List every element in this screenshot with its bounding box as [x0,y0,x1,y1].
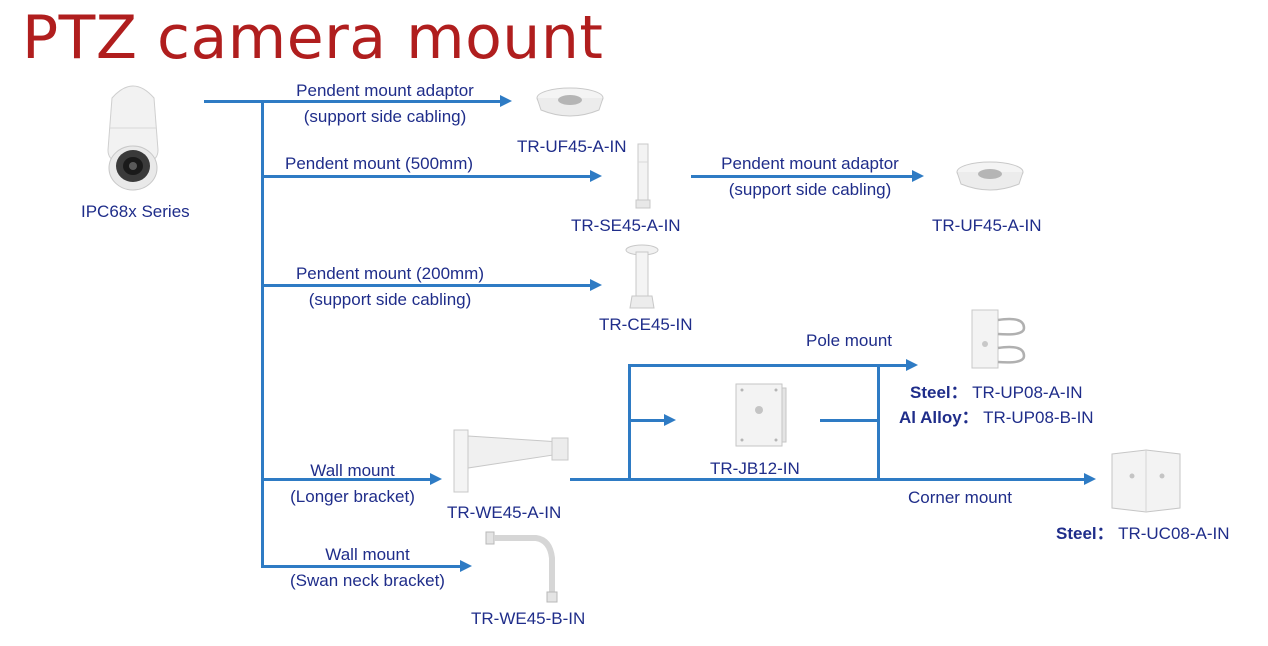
arrow-icon [590,279,602,291]
arrow-icon [912,170,924,182]
camera-label: IPC68x Series [81,202,190,221]
corner-mount-label: Corner mount [908,488,1012,507]
connector-line [261,565,465,568]
model-label: TR-UC08-A-IN [1118,524,1230,543]
wall-swan-image [485,531,558,603]
arrow-icon [460,560,472,572]
arrow-icon [906,359,918,371]
connector-line [204,100,504,103]
label-line: (support side cabling) [303,106,467,126]
wall-long-label: Wall mount (Longer bracket) [270,458,435,509]
pole-mount-label: Pole mount [806,331,892,350]
model-label: TR-SE45-A-IN [571,216,681,235]
pendent-500-label: Pendent mount (500mm) [285,154,474,173]
corner-steel-line: Steel： TR-UC08-A-IN [1056,521,1230,547]
material-prefix: Steel： [910,383,968,402]
wall-swan-label: Wall mount (Swan neck bracket) [270,542,465,593]
ptz-camera-image [107,85,159,191]
pole-steel-line: Steel： TR-UP08-A-IN [910,380,1083,406]
corner-mount-image [1111,449,1181,513]
pendent-200-image [625,244,659,309]
connector-line [877,364,880,480]
model-label: TR-UF45-A-IN [517,137,627,156]
pendent-500-image [635,143,651,209]
arrow-icon [590,170,602,182]
model-label: TR-WE45-B-IN [471,609,586,628]
model-label: TR-JB12-IN [710,459,800,478]
connector-line [261,100,264,568]
connector-line [261,478,435,481]
pendent-adaptor-image [536,87,604,117]
label-line: Wall mount [325,545,410,564]
connector-line [820,419,880,422]
pole-mount-image [971,309,1026,369]
arrow-icon [430,473,442,485]
pole-alloy-line: Al Alloy： TR-UP08-B-IN [899,405,1094,431]
model-label: TR-UP08-B-IN [983,408,1094,427]
label-line: (support side cabling) [308,289,472,309]
material-prefix: Al Alloy： [899,408,979,427]
model-label: TR-WE45-A-IN [447,503,562,522]
label-line: Pendent mount adaptor [721,154,899,173]
junction-box-image [735,383,787,447]
pendent-adaptor-2-label: Pendent mount adaptor (support side cabl… [695,151,925,202]
pendent-adaptor-label: Pendent mount adaptor (support side cabl… [270,78,500,129]
connector-line [570,478,1088,481]
pendent-adaptor-2-image [956,161,1024,191]
material-prefix: Steel： [1056,524,1114,543]
label-line: (support side cabling) [728,179,892,199]
label-line: Pendent mount (200mm) [295,264,485,283]
model-label: TR-CE45-IN [599,315,693,334]
label-line: Wall mount [310,461,395,480]
label-line: (Longer bracket) [290,486,415,506]
connector-line [261,284,595,287]
pendent-200-label: Pendent mount (200mm) (support side cabl… [270,261,510,312]
model-label: TR-UF45-A-IN [932,216,1042,235]
connector-line [261,175,595,178]
connector-line [628,364,631,480]
connector-line [691,175,917,178]
connector-line [628,419,668,422]
page-title: PTZ camera mount [22,3,604,73]
model-label: TR-UP08-A-IN [972,383,1083,402]
label-line: Pendent mount adaptor [296,81,474,100]
arrow-icon [500,95,512,107]
arrow-icon [664,414,676,426]
connector-line [628,364,910,367]
label-line: (Swan neck bracket) [290,570,445,590]
wall-long-image [453,429,569,493]
arrow-icon [1084,473,1096,485]
